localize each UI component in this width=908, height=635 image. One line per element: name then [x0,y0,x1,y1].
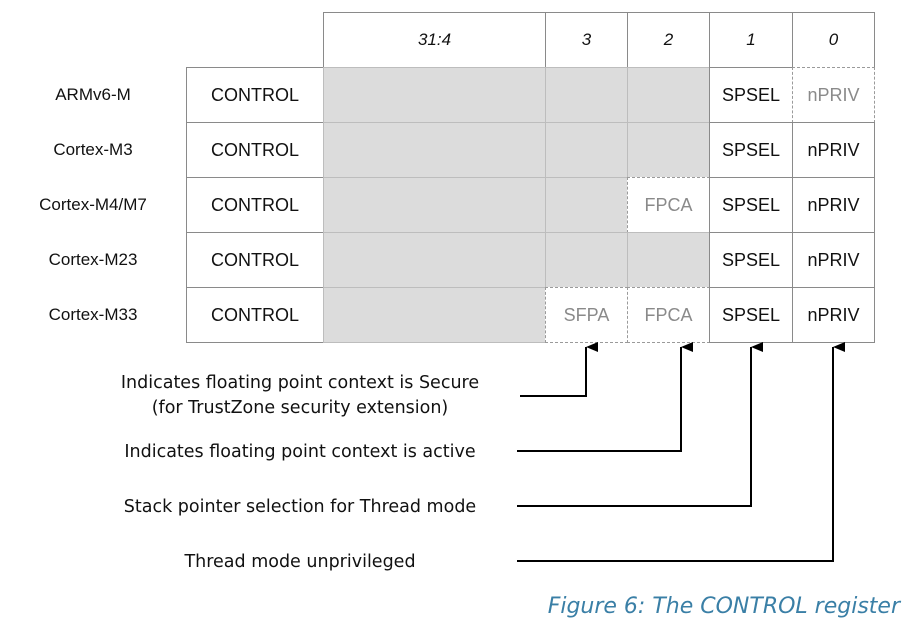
reserved-bit2-cell [627,122,710,178]
reserved-bits-cell [323,122,546,178]
row-label-cortex-m4-m7: Cortex-M4/M7 [39,195,147,214]
row-label-armv6m: ARMv6-M [55,85,131,104]
spsel-bit-cell: SPSEL [709,67,793,123]
register-name-cell: CONTROL [186,177,324,233]
legend-npriv-description: Thread mode unprivileged [90,548,510,576]
reserved-bit3-cell [545,177,628,233]
row-label-cortex-m23: Cortex-M23 [48,250,138,269]
npriv-arrow [517,342,845,562]
reserved-bit3-cell [545,122,628,178]
register-name-cell: CONTROL [186,232,324,288]
register-name-cell: CONTROL [186,287,324,343]
fpca-arrow [517,342,693,452]
reserved-bits-cell [323,67,546,123]
sfpa-arrow [520,342,598,397]
spsel-bit-cell: SPSEL [709,287,793,343]
fpca-bit-cell: FPCA [627,177,710,233]
legend-sfpa-line1: Indicates floating point context is Secu… [120,373,480,393]
npriv-bit-cell-optional: nPRIV [792,67,875,123]
sfpa-bit-cell: SFPA [545,287,628,343]
legend-npriv-text: Thread mode unprivileged [184,551,416,572]
figure-caption: Figure 6: The CONTROL register [547,594,900,619]
legend-fpca-text: Indicates floating point context is acti… [124,441,476,462]
legend-sfpa-line2: (for TrustZone security extension) [151,398,449,418]
reserved-bit3-cell [545,67,628,123]
register-name-cell: CONTROL [186,122,324,178]
npriv-bit-cell: nPRIV [792,232,875,288]
legend-fpca-description: Indicates floating point context is acti… [90,438,510,466]
fpca-bit-cell: FPCA [627,287,710,343]
header-bit-2: 2 [627,12,710,68]
spsel-arrow [517,342,763,507]
header-bits-31-4: 31:4 [323,12,546,68]
spsel-bit-cell: SPSEL [709,177,793,233]
row-label-cortex-m3: Cortex-M3 [53,140,133,159]
reserved-bit2-cell [627,232,710,288]
reserved-bits-cell [323,287,546,343]
npriv-bit-cell: nPRIV [792,177,875,233]
reserved-bits-cell [323,232,546,288]
header-bit-1: 1 [709,12,793,68]
spsel-bit-cell: SPSEL [709,122,793,178]
row-label-cortex-m33: Cortex-M33 [48,305,138,324]
legend-spsel-description: Stack pointer selection for Thread mode [90,493,510,521]
legend-sfpa-description: Indicates floating point context is Secu… [90,370,510,422]
npriv-bit-cell: nPRIV [792,122,875,178]
reserved-bit3-cell [545,232,628,288]
legend-spsel-text: Stack pointer selection for Thread mode [123,496,477,517]
header-bit-0: 0 [792,12,875,68]
